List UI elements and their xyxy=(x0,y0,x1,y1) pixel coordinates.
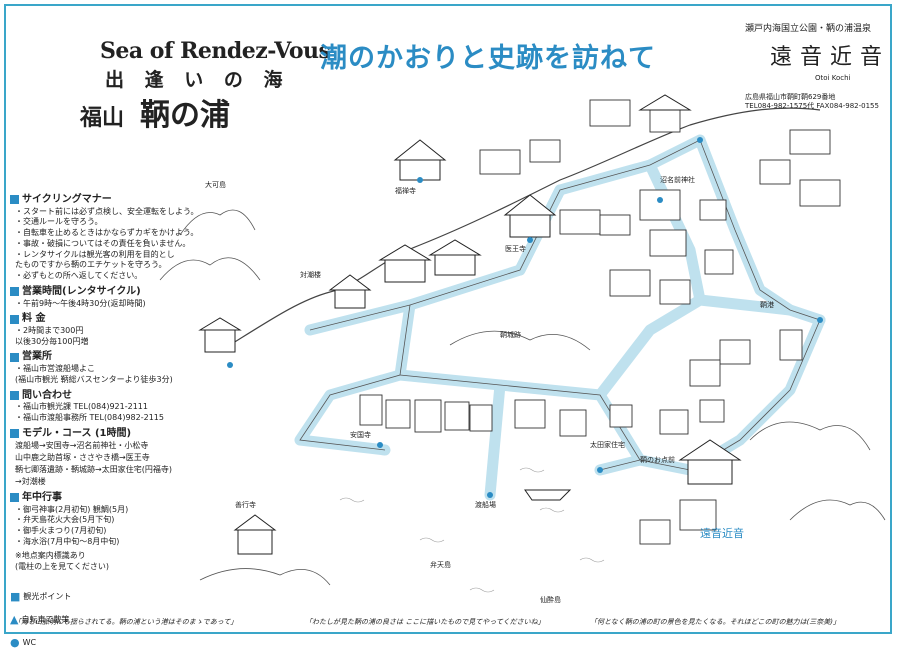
map-label-otoi-kochi: 遠音近音 xyxy=(700,527,744,540)
map-label-zenkoji: 善行寺 xyxy=(235,501,256,509)
map-label-fukuzenji: 福禅寺 xyxy=(395,187,416,195)
info-line: ・福山市営渡船場よこ xyxy=(15,363,95,373)
info-line: ・御手火まつり(7月初旬) xyxy=(15,526,107,536)
course-line: →対潮楼 xyxy=(15,477,46,487)
contact-section: 問い合わせ ・福山市観光課 TEL(084)921-2111 ・福山市渡船事務所… xyxy=(10,389,182,424)
title-subtitle: 出 逢 い の 海 xyxy=(105,69,290,91)
course-line: 鞆七卿落遺跡・鞆城跡→太田家住宅(円福寺) xyxy=(15,465,172,475)
map-label-taichoro: 対潮楼 xyxy=(300,271,321,279)
arrow-up-icon: ▲ xyxy=(10,613,19,627)
info-line: ・午前9時〜午後4時30分(返却時間) xyxy=(15,298,146,308)
info-line: ・2時間まで300円 xyxy=(15,325,84,335)
map-label-nunakuma: 沼名前神社 xyxy=(660,176,695,184)
advert-address: 広島県福山市鞆町鞆629番地 xyxy=(745,93,836,102)
roads xyxy=(294,134,826,501)
coastline xyxy=(229,107,821,346)
map-label-ankokuji: 安国寺 xyxy=(350,431,371,439)
cycling-section: サイクリングマナー ・スタート前には必ず点検し、安全運転をしよう。 ・交通ルール… xyxy=(10,193,199,282)
title-place-name: 鞆の浦 xyxy=(140,98,231,133)
bullet-square-icon xyxy=(10,314,19,324)
info-line: ・福山市観光課 TEL(084)921-2111 xyxy=(15,402,148,412)
info-line: ・御弓神事(2月初旬) 観鯛(5月) xyxy=(15,504,129,514)
waves xyxy=(339,467,605,593)
bullet-square-icon xyxy=(10,390,19,400)
footer-right: 「何となく鞆の浦の町の景色を見たくなる。それほどこの町の魅力は(三奈美)」 xyxy=(590,618,841,626)
map-label-mountain: 大可島 xyxy=(205,181,226,189)
info-line: ・事故・破損についてはその責任を負いません。 xyxy=(15,238,191,248)
map-label-toko: 渡船場 xyxy=(475,501,496,509)
hills xyxy=(159,209,886,586)
advert-romaji: Otoi Kochi xyxy=(815,74,851,83)
info-line: ※地点案内標識あり xyxy=(15,550,86,560)
bullet-square-icon xyxy=(10,195,19,205)
cycling-title: サイクリングマナー xyxy=(22,194,112,205)
map-label-sensuijima: 仙酔島 xyxy=(540,596,561,604)
title-place-prefix: 福山 xyxy=(80,106,125,131)
office-section: 営業所 ・福山市営渡船場よこ (福山市観光 鞆総バスセンターより徒歩3分) xyxy=(10,350,182,385)
info-line: ・海水浴(7月中旬〜8月中旬) xyxy=(15,537,120,547)
info-line: ・スタート前には必ず点検し、安全運転をしよう。 xyxy=(15,206,199,216)
sightseeing-points xyxy=(227,137,823,498)
advert-tel: TEL084-982-1575代 FAX084-982-0155 xyxy=(745,102,879,111)
info-line: ・福山市渡船事務所 TEL(084)982-2115 xyxy=(15,412,164,422)
legend-wc: ●WC xyxy=(10,636,182,651)
course-section: モデル・コース (1時間) 渡船場→安国寺→沼名前神社・小松寺 山中鹿之助首塚・… xyxy=(10,427,182,489)
advert-tagline: 瀬戸内海国立公園・鞆の浦温泉 xyxy=(745,24,872,34)
info-line: 以後30分毎100円増 xyxy=(15,336,89,346)
map-label-ota: 太田家住宅 xyxy=(590,441,625,449)
info-line: (電柱の上を見てください) xyxy=(15,561,110,571)
headline: 潮のかおりと史跡を訪ねて xyxy=(320,43,656,74)
contact-title: 問い合わせ xyxy=(22,389,72,401)
footer-left: 「海と山脈明にも揺らされてる。鞆の浦という港はそのまゝであって」 xyxy=(14,618,238,626)
bullet-square-icon xyxy=(10,428,19,438)
info-line: ・弁天島花火大会(5月下旬) xyxy=(15,515,115,525)
legend-sightseeing: ■観光ポイント xyxy=(10,590,182,605)
course-title: モデル・コース (1時間) xyxy=(22,427,132,439)
wc-icon: ● xyxy=(10,636,20,650)
buildings xyxy=(359,99,841,545)
info-line: ・交通ルールを守ろう。 xyxy=(15,217,103,227)
legend-label: 自転車で散策 xyxy=(21,615,70,625)
bullet-square-icon xyxy=(10,287,19,297)
bullet-square-icon xyxy=(10,493,19,503)
map-label-keyhole: 鞆のお点前 xyxy=(640,456,675,464)
map-label-bentenjima: 弁天島 xyxy=(430,561,451,569)
hotel-advert: 瀬戸内海国立公園・鞆の浦温泉 遠音近音 Otoi Kochi 広島県福山市鞆町鞆… xyxy=(745,24,895,112)
events-title: 年中行事 xyxy=(22,492,62,504)
map-label-iouji: 医王寺 xyxy=(505,245,526,253)
info-line: (福山市観光 鞆総バスセンターより徒歩3分) xyxy=(15,374,173,384)
title-place: 福山鞆の浦 xyxy=(80,90,230,134)
advert-name: 遠音近音 xyxy=(770,44,891,70)
map-label-kaigan: 鞆港 xyxy=(760,301,774,309)
course-line: 山中鹿之助首塚・ささやき橋→医王寺 xyxy=(15,453,150,463)
info-line: ・自転車を止めるときはかならずカギをかけよう。 xyxy=(15,228,199,238)
legend-walk: ▲自転車で散策 xyxy=(10,613,182,628)
temples xyxy=(198,94,742,555)
footer-center: 「わたしが見た鞆の浦の良さは ここに描いたもので見てやってくださいね」 xyxy=(305,618,545,626)
boat xyxy=(524,489,572,501)
bullet-square-icon xyxy=(10,352,19,362)
info-line: ・必ずもとの所へ返してください。 xyxy=(15,271,143,281)
note-section: ※地点案内標識あり (電柱の上を見てください) xyxy=(10,551,182,573)
hours-section: 営業時間(レンタサイクル) ・午前9時〜午後4時30分(返却時間) xyxy=(10,285,182,309)
events-section: 年中行事 ・御弓神事(2月初旬) 観鯛(5月) ・弁天島花火大会(5月下旬) ・… xyxy=(10,491,182,548)
info-line: ・レンタサイクルは観光客の利用を目的としたものですから鞆のエチケットを守ろう。 xyxy=(15,249,175,270)
info-panel: サイクリングマナー ・スタート前には必ず点検し、安全運転をしよう。 ・交通ルール… xyxy=(10,190,199,651)
legend-label: 観光ポイント xyxy=(23,592,72,602)
fee-section: 料 金 ・2時間まで300円 以後30分毎100円増 xyxy=(10,312,182,347)
hours-title: 営業時間(レンタサイクル) xyxy=(22,286,141,298)
map-frame xyxy=(4,4,892,634)
title-english: Sea of Rendez-Vous xyxy=(100,38,331,64)
map-label-tomojo: 鞆城跡 xyxy=(500,331,521,339)
camera-icon: ■ xyxy=(10,590,21,604)
course-line: 渡船場→安国寺→沼名前神社・小松寺 xyxy=(15,441,149,451)
fee-title: 料 金 xyxy=(22,313,46,325)
office-title: 営業所 xyxy=(22,351,52,363)
